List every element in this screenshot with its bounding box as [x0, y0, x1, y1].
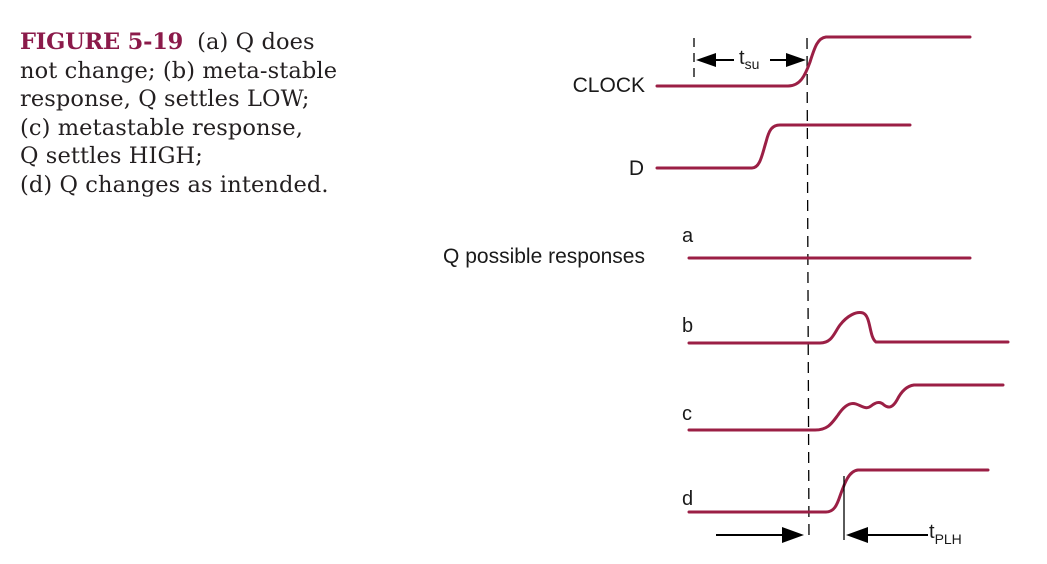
caption-line-6: (d) Q changes as intended. — [20, 171, 329, 198]
q-responses-label: Q possible responses — [443, 245, 645, 268]
d-label: D — [629, 157, 644, 180]
tplh-label: tPLH — [929, 521, 962, 547]
response-b-label: b — [682, 315, 693, 337]
caption-line-3: response, Q settles LOW; — [20, 86, 310, 113]
clock-edge-dashed-line — [806, 37, 810, 543]
clock-waveform — [655, 35, 972, 88]
caption-line-2: not change; (b) meta-stable — [20, 57, 338, 84]
tplh-arrow-left — [846, 527, 928, 543]
response-d-waveform — [687, 468, 990, 514]
tsu-arrow-left — [696, 53, 734, 67]
response-c-waveform — [687, 383, 1005, 432]
caption-text-1: (a) Q does — [197, 29, 315, 55]
figure-caption: FIGURE 5-19 (a) Q does not change; (b) me… — [20, 28, 400, 200]
caption-line-5: Q settles HIGH; — [20, 143, 203, 170]
response-c-label: c — [682, 403, 692, 425]
figure-label: FIGURE 5-19 — [20, 29, 184, 55]
d-waveform — [655, 123, 912, 170]
response-b-waveform — [687, 311, 1010, 345]
tsu-label: tsu — [739, 47, 759, 72]
response-a-label: a — [682, 225, 694, 247]
tsu-arrow-right — [770, 53, 806, 67]
tplh-arrow-right — [716, 527, 804, 543]
caption-line-4: (c) metastable response, — [20, 114, 303, 141]
response-d-label: d — [682, 488, 693, 510]
clock-label: CLOCK — [573, 74, 645, 97]
caption-line-1: FIGURE 5-19 (a) Q does — [20, 28, 400, 57]
